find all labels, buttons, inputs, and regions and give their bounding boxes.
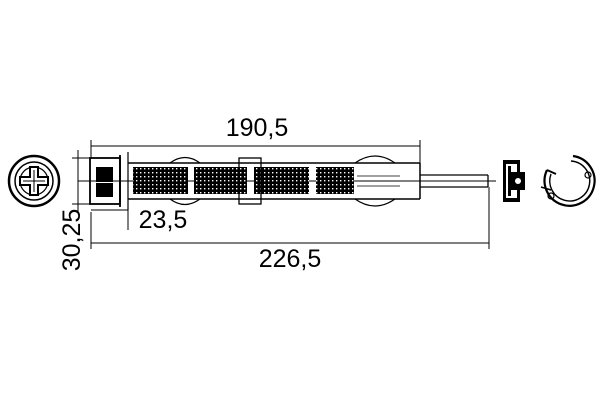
dimension-overall-length-label: 226,5: [259, 245, 322, 273]
dimension-overall-length: 226,5: [90, 187, 490, 273]
dimension-body-length: 190,5: [90, 114, 421, 163]
dryer-body: [78, 152, 496, 210]
dimension-diameter: 30,25: [58, 150, 91, 271]
left-end-view: [7, 154, 61, 208]
dimension-body-length-label: 190,5: [226, 114, 289, 142]
snap-ring-end-view: [540, 154, 596, 207]
dimension-end-cap: 23,5: [91, 204, 187, 234]
dimension-end-cap-label: 23,5: [139, 206, 188, 234]
dimension-diameter-label: 30,25: [58, 209, 86, 272]
plug-side-view: [503, 160, 525, 202]
